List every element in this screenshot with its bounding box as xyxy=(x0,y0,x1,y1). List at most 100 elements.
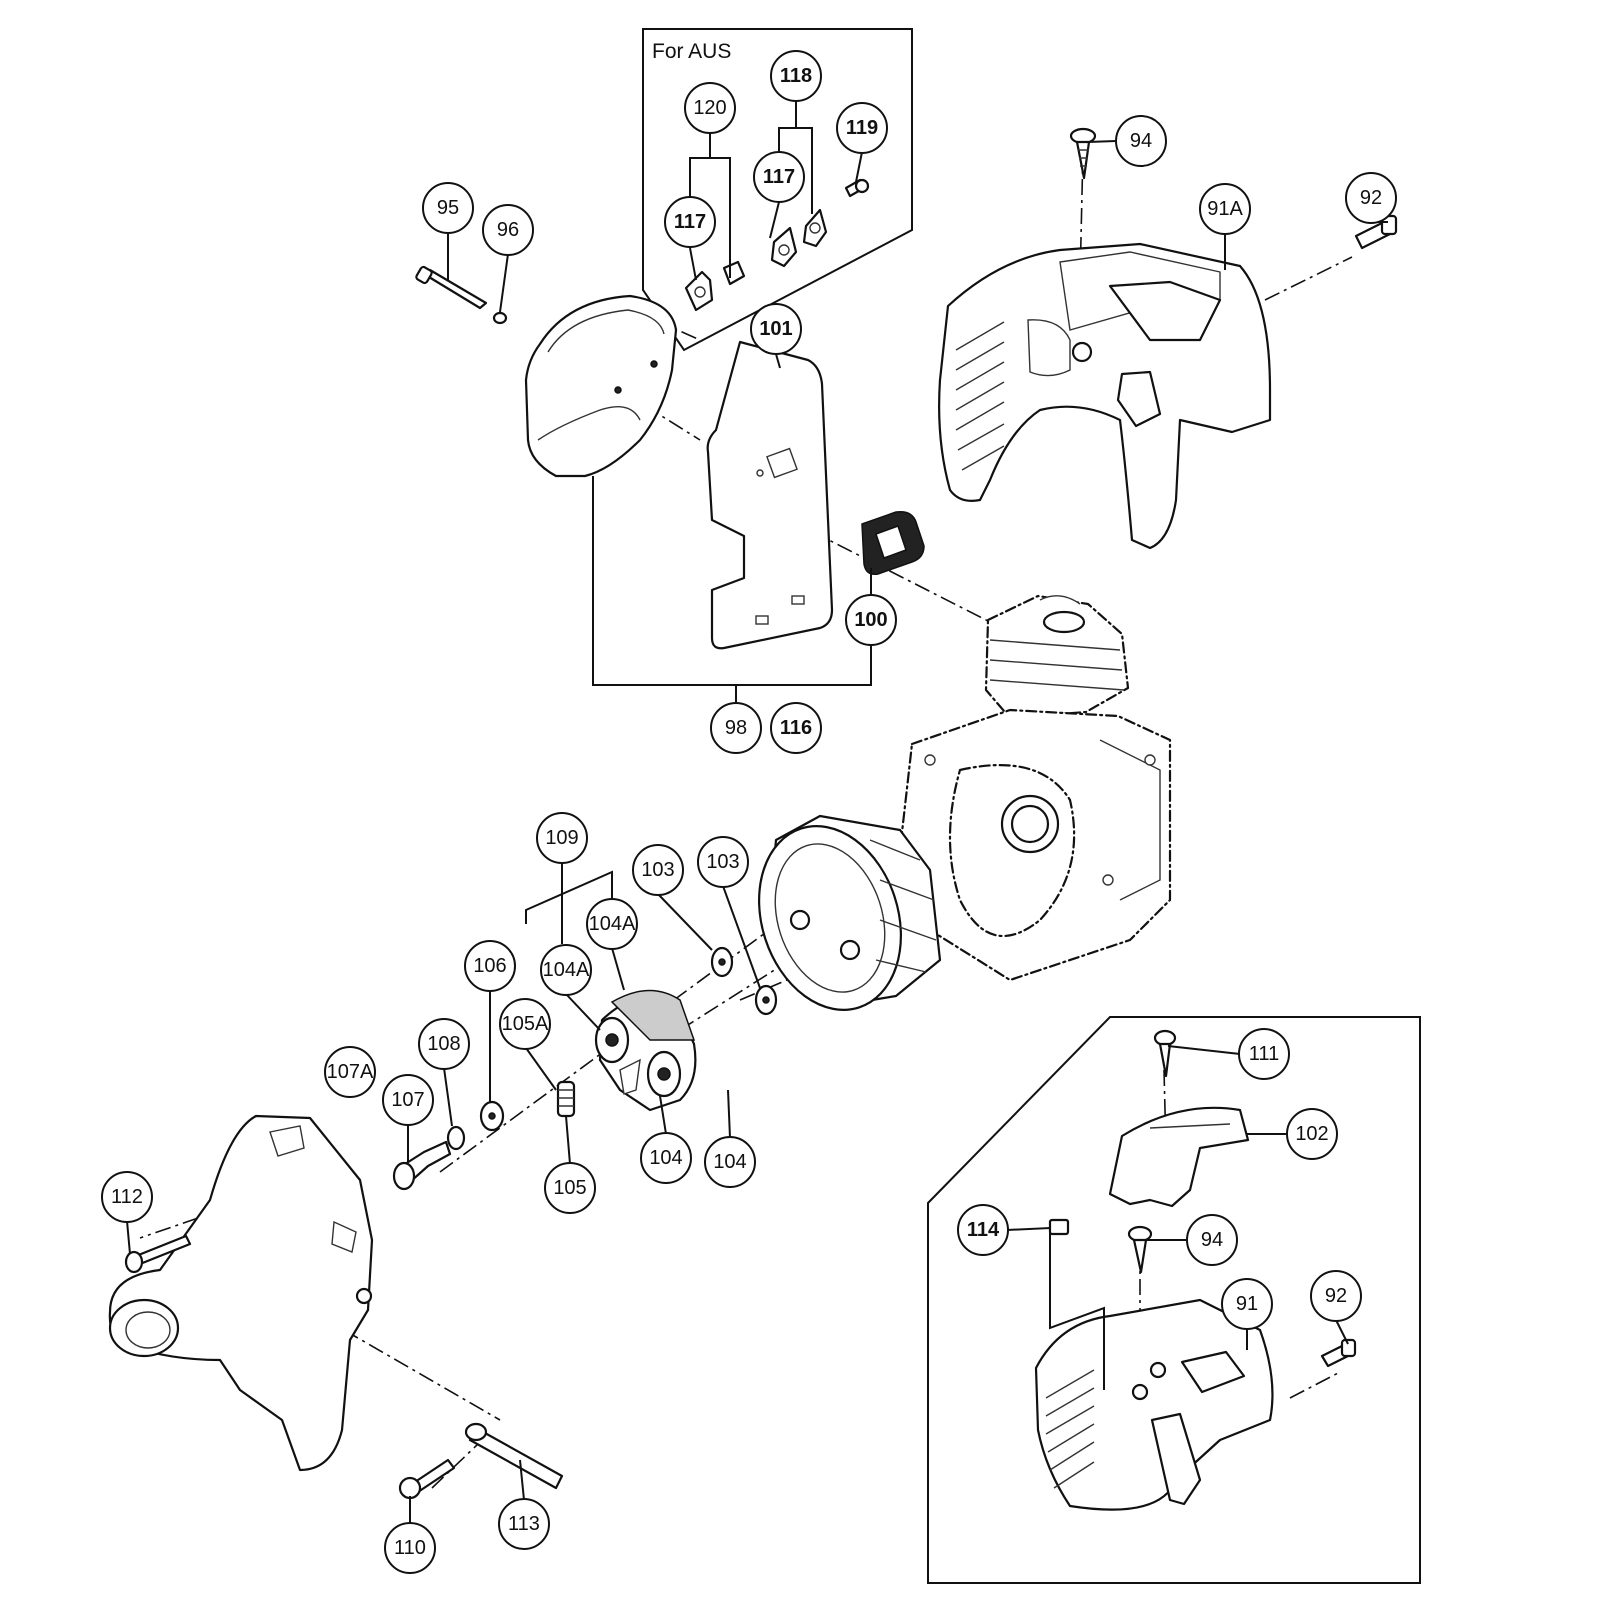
callout-label: 91 xyxy=(1236,1293,1258,1315)
callout-circle xyxy=(464,940,516,992)
callout-96: 96 xyxy=(482,204,534,256)
bolt-110 xyxy=(398,1458,456,1500)
callout-92: 92 xyxy=(1345,172,1397,224)
callout-circle xyxy=(544,1162,596,1214)
callout-label: 104A xyxy=(589,913,636,935)
callout-circle xyxy=(632,844,684,896)
callout-label: 114 xyxy=(967,1219,1000,1241)
callout-circle xyxy=(664,196,716,248)
aus-inset-frame xyxy=(642,28,913,352)
aus-gasket-117a xyxy=(684,270,714,312)
callout-label: 107A xyxy=(327,1061,374,1083)
callout-label: 103 xyxy=(641,859,674,881)
callout-91A: 91A xyxy=(1199,183,1251,235)
callout-label: 105A xyxy=(502,1013,549,1035)
callout-label: 105 xyxy=(553,1177,586,1199)
top-cover-91A xyxy=(938,242,1272,550)
cover-variant-inset-frame xyxy=(927,1016,1421,1584)
callout-label: 118 xyxy=(780,65,812,87)
callout-104A: 104A xyxy=(540,944,592,996)
leader-lines xyxy=(126,101,1388,1524)
callout-circle xyxy=(422,182,474,234)
callout-label: 92 xyxy=(1360,187,1382,209)
callout-117: 117 xyxy=(664,196,716,248)
aus-bracket-120 xyxy=(722,260,746,286)
callout-label: 112 xyxy=(111,1186,143,1208)
callout-119: 119 xyxy=(836,102,888,154)
screw-94-top xyxy=(1069,127,1097,180)
callout-circle xyxy=(697,836,749,888)
bolt-107 xyxy=(392,1140,452,1191)
callout-102: 102 xyxy=(1286,1108,1338,1160)
aus-gasket-117b xyxy=(770,226,798,268)
bolt-112 xyxy=(124,1234,192,1274)
cover-cap-102 xyxy=(1108,1106,1250,1208)
clutch-assembly xyxy=(594,989,697,1112)
callout-95: 95 xyxy=(422,182,474,234)
callout-118: 118 xyxy=(770,50,822,102)
clutch-housing xyxy=(108,1114,374,1472)
callout-circle xyxy=(324,1046,376,1098)
callout-label: 101 xyxy=(759,318,792,340)
washer-96 xyxy=(492,311,508,325)
flywheel xyxy=(758,814,942,1011)
callout-100: 100 xyxy=(845,594,897,646)
callout-label: 120 xyxy=(693,97,726,119)
callout-circle xyxy=(704,1136,756,1188)
callout-label: 100 xyxy=(854,609,887,631)
callout-circle xyxy=(957,1204,1009,1256)
callout-circle xyxy=(640,1132,692,1184)
screw-94-inset xyxy=(1127,1225,1153,1274)
plate-window xyxy=(766,447,798,479)
screw-111 xyxy=(1153,1029,1177,1078)
callout-circle xyxy=(101,1171,153,1223)
callout-label: 110 xyxy=(394,1537,426,1559)
callout-91: 91 xyxy=(1221,1278,1273,1330)
callout-label: 94 xyxy=(1201,1229,1223,1251)
bolt-92-top xyxy=(1354,214,1398,250)
callout-105A: 105A xyxy=(499,998,551,1050)
callout-label: 96 xyxy=(497,219,519,241)
callout-circle xyxy=(770,702,822,754)
washer-108 xyxy=(446,1125,466,1151)
handle-113 xyxy=(464,1422,564,1490)
callout-label: 91A xyxy=(1207,198,1243,220)
callout-108: 108 xyxy=(418,1018,470,1070)
callout-circle xyxy=(1199,183,1251,235)
callout-94: 94 xyxy=(1186,1214,1238,1266)
aus-gasket-118 xyxy=(802,208,828,248)
callout-label: 104 xyxy=(713,1151,746,1173)
callout-104A: 104A xyxy=(586,898,638,950)
bolt-95 xyxy=(415,265,488,310)
callout-114: 114 xyxy=(957,1204,1009,1256)
callout-116: 116 xyxy=(770,702,822,754)
callout-circle xyxy=(540,944,592,996)
callout-111: 111 xyxy=(1238,1028,1290,1080)
callout-label: 106 xyxy=(473,955,506,977)
callout-circle xyxy=(750,303,802,355)
callout-circle xyxy=(1286,1108,1338,1160)
callout-label: 113 xyxy=(508,1513,540,1535)
air-cleaner-cover xyxy=(524,294,678,478)
callout-circle xyxy=(586,898,638,950)
top-cover-91 xyxy=(1034,1298,1274,1511)
callout-circle xyxy=(418,1018,470,1070)
callout-106: 106 xyxy=(464,940,516,992)
callout-107A: 107A xyxy=(324,1046,376,1098)
callout-label: 111 xyxy=(1249,1043,1279,1065)
insulator-plate-101 xyxy=(706,340,834,650)
callout-circle xyxy=(684,82,736,134)
callout-label: 102 xyxy=(1295,1123,1328,1145)
gasket-100 xyxy=(861,510,925,576)
callout-label: 104 xyxy=(649,1147,682,1169)
nut-114 xyxy=(1048,1218,1070,1236)
callout-label: 98 xyxy=(725,717,747,739)
callout-circle xyxy=(710,702,762,754)
callout-circle xyxy=(845,594,897,646)
callout-circle xyxy=(382,1074,434,1126)
callout-circle xyxy=(536,812,588,864)
callout-circle xyxy=(482,204,534,256)
callout-circle xyxy=(753,151,805,203)
